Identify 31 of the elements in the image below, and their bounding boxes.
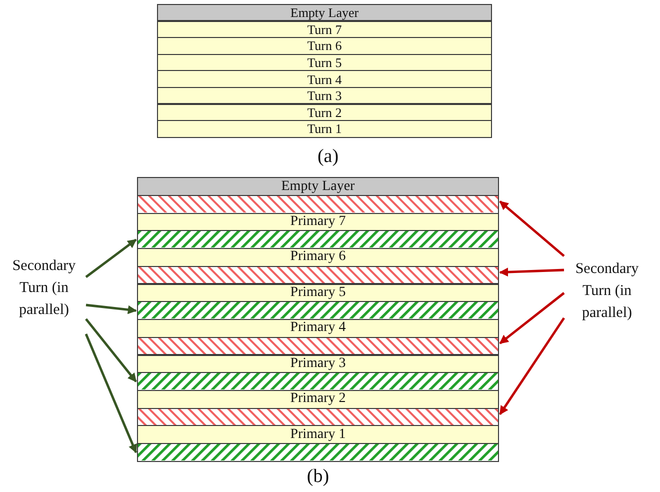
winding-layer: Turn 1 [157,120,492,138]
hatched-winding-bar [137,372,499,391]
winding-layer: Turn 6 [157,37,492,55]
callout-text: Secondary Turn (in parallel) [4,255,84,321]
panel-label: (b) [306,466,330,488]
arrow [85,238,137,278]
winding-layer: Turn 4 [157,70,492,88]
arrow [499,268,564,277]
empty-layer: Empty Layer [157,4,492,22]
hatched-winding-bar [137,195,499,214]
hatched-winding-bar [137,230,499,249]
callout-text: Secondary Turn (in parallel) [566,258,648,324]
hatched-winding-bar [137,266,499,284]
winding-layer: Primary 2 [137,390,499,409]
empty-layer: Empty Layer [137,177,499,196]
arrow [85,318,137,382]
hatched-winding-bar [137,443,499,462]
arrow [499,317,565,415]
hatched-winding-bar [137,336,499,356]
winding-layer: Turn 3 [157,87,492,104]
winding-layer: Primary 4 [137,319,499,338]
panel-label: (a) [316,146,340,168]
hatched-winding-bar [137,301,499,320]
winding-layer: Turn 2 [157,104,492,121]
winding-layer: Primary 1 [137,425,499,444]
arrow [499,292,565,344]
arrow [499,200,565,257]
winding-layer: Turn 7 [157,20,492,38]
winding-layer: Primary 6 [137,248,499,267]
arrow [86,304,137,314]
arrow [84,334,138,454]
